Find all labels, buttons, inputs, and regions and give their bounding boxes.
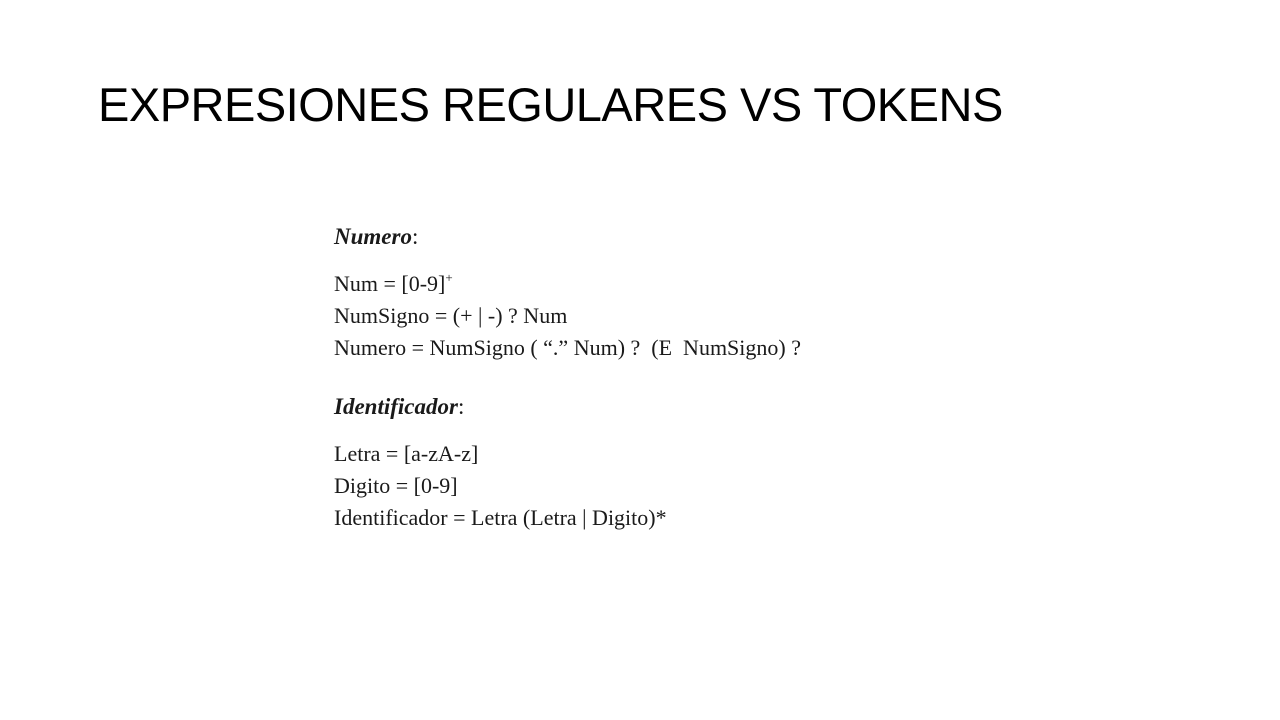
slide-title: EXPRESIONES REGULARES VS TOKENS [98, 78, 1003, 131]
section-heading: Numero: [334, 222, 954, 252]
rule-text: Num = [0-9] [334, 271, 446, 296]
rule-superscript: + [445, 270, 453, 285]
rule-line-identificador: Identificador = Letra (Letra | Digito)* [334, 505, 667, 530]
section-numero: Numero: Num = [0-9]+ NumSigno = (+ | -) … [334, 222, 954, 364]
rule-line-numero: Numero = NumSigno ( “.” Num) ? (E NumSig… [334, 335, 801, 360]
rule-line-letra: Letra = [a-zA-z] [334, 441, 479, 466]
regex-definitions-figure: Numero: Num = [0-9]+ NumSigno = (+ | -) … [334, 222, 954, 534]
section-heading-label: Identificador [334, 394, 458, 419]
section-heading-colon: : [457, 394, 465, 419]
rule-line-num: Num = [0-9]+ [334, 268, 954, 300]
section-identificador: Identificador: Letra = [a-zA-z] Digito =… [334, 392, 954, 534]
rule-line-digito: Digito = [0-9] [334, 473, 458, 498]
section-heading-colon: : [411, 224, 419, 249]
section-heading: Identificador: [334, 392, 954, 422]
rule-line-numsigno: NumSigno = (+ | -) ? Num [334, 303, 568, 328]
section-heading-label: Numero [334, 224, 412, 249]
